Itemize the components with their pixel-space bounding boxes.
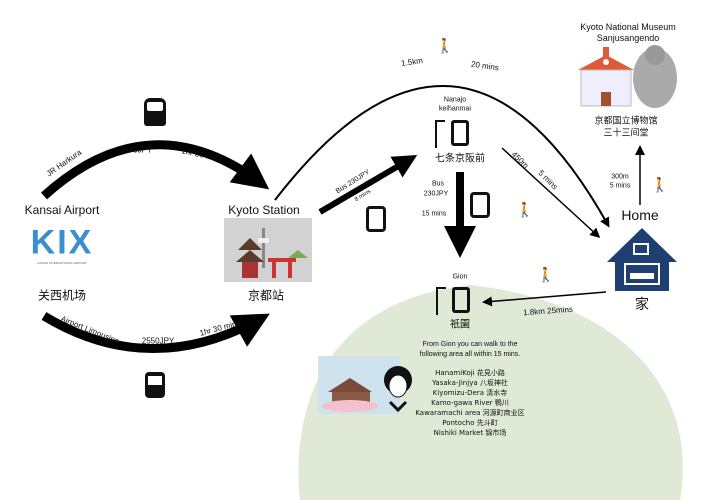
nanajo-label-2: keihanmai: [439, 105, 471, 113]
bus-gion-label: Bus: [431, 180, 445, 188]
nanajo-home-arrow: [501, 147, 601, 239]
home-cn-label: 家: [635, 297, 649, 313]
bus-stop-icon: [436, 287, 472, 315]
kix-logo: KIX: [30, 223, 94, 262]
gion-area-place: Kawaramachi area 河源町商业区: [415, 409, 525, 417]
gion-area-place: Nishiki Market 锦市场: [433, 429, 507, 437]
home-gion-arrow: [482, 291, 607, 307]
gion-area-blob: [298, 285, 683, 500]
walk-icon: 🚶: [651, 176, 669, 193]
gion-cn-label: 祇園: [450, 319, 470, 331]
train-arrow: [40, 140, 270, 200]
bus-icon: [470, 192, 490, 218]
gion-label: Gion: [452, 273, 468, 281]
train-icon: [144, 98, 166, 126]
museum-label-1: Kyoto National Museum: [580, 22, 676, 32]
gion-area-intro-1: From Gion you can walk to the: [422, 341, 518, 348]
limousine-price-label: 2550JPY: [141, 336, 175, 346]
kyoto-station-label: Kyoto Station: [228, 203, 300, 217]
walk-icon: 🚶: [537, 266, 555, 283]
geisha-image: [318, 356, 412, 414]
museum-image: [578, 45, 677, 108]
walk-icon: 🚶: [516, 201, 534, 218]
home-label: Home: [621, 207, 659, 223]
home-house-icon: [607, 228, 677, 291]
museum-label-2: Sanjusangendo: [596, 33, 660, 43]
home-museum-time: 5 mins: [609, 182, 631, 190]
kansai-airport-label: Kansai Airport: [24, 203, 100, 217]
bus-icon: [145, 372, 165, 398]
gion-area-intro-2: following area all within 15 mins.: [419, 351, 521, 358]
kyoto-station-cn-label: 京都站: [247, 288, 285, 303]
nanajo-cn-label: 七条京阪前: [435, 153, 485, 165]
walk-icon: 🚶: [436, 37, 454, 54]
home-museum-distance: 300m: [611, 173, 629, 181]
bus-gion-time: 15 mins: [421, 210, 447, 218]
limousine-arrow: [41, 312, 270, 353]
bus-icon: [366, 206, 386, 232]
gion-area-place: Kiyomizu-Dera 清水寺: [432, 389, 508, 397]
walk-arc-arrow: [274, 84, 610, 228]
gion-area-place: Kamo-gawa River 鴨川: [431, 399, 509, 407]
gion-area-place: HanamiKoji 花見小路: [435, 369, 505, 377]
museum-cn-label-2: 三十三间堂: [603, 128, 649, 139]
kansai-airport-cn-label: 关西机场: [37, 288, 87, 303]
kix-logo-subtitle: KANSAI INTERNATIONAL AIRPORT: [37, 261, 87, 265]
train-price-label: 3370JPY: [119, 145, 153, 155]
bus-nanajo-arrow: [318, 154, 418, 215]
bus-gion-price: 230JPY: [423, 190, 449, 198]
nanajo-label-1: Nanajo: [443, 96, 467, 104]
museum-cn-label-1: 京都国立博物馆: [594, 116, 658, 127]
gion-area-place: Yasaka-Jinjya 八坂神社: [432, 379, 508, 387]
gion-area-text: From Gion you can walk to the following …: [380, 340, 560, 438]
kyoto-station-image: [224, 218, 312, 282]
gion-area-place: Pontocho 先斗町: [442, 419, 498, 427]
bus-stop-icon: [435, 120, 471, 148]
